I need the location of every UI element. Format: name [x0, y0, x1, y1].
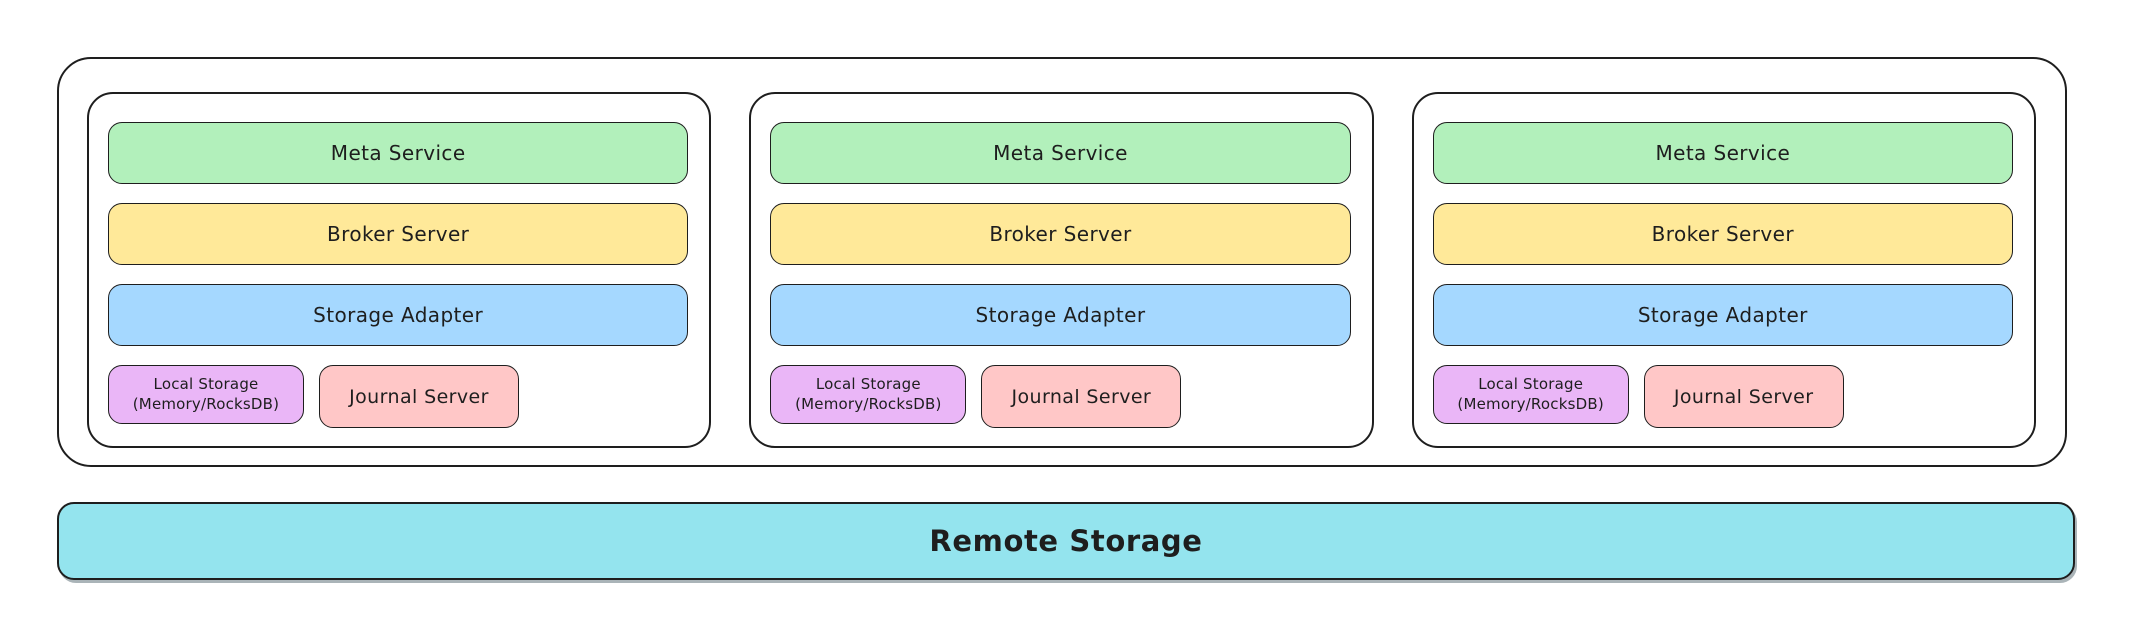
storage-adapter-box: Storage Adapter — [1432, 284, 2013, 346]
storage-adapter-box: Storage Adapter — [770, 284, 1351, 346]
local-storage-box: Local Storage (Memory/RocksDB) — [1432, 365, 1629, 424]
broker-server-box: Broker Server — [1432, 203, 2013, 265]
local-storage-box: Local Storage (Memory/RocksDB) — [108, 365, 304, 424]
local-storage-box: Local Storage (Memory/RocksDB) — [770, 365, 967, 424]
local-storage-label-line1: Local Storage — [1478, 375, 1584, 393]
broker-server-label: Broker Server — [327, 222, 470, 246]
broker-server-box: Broker Server — [108, 203, 689, 265]
storage-adapter-label: Storage Adapter — [313, 303, 484, 327]
broker-server-label: Broker Server — [989, 222, 1132, 246]
meta-service-label: Meta Service — [330, 141, 466, 165]
node-storage-row: Local Storage (Memory/RocksDB) Journal S… — [770, 365, 1350, 429]
remote-storage-label: Remote Storage — [929, 524, 1203, 558]
node-storage-row: Local Storage (Memory/RocksDB) Journal S… — [1432, 365, 2013, 429]
broker-server-label: Broker Server — [1651, 222, 1794, 246]
meta-service-box: Meta Service — [1432, 122, 2013, 184]
local-storage-label-line1: Local Storage — [815, 375, 921, 393]
remote-storage-box: Remote Storage — [57, 502, 2075, 580]
broker-server-box: Broker Server — [770, 203, 1351, 265]
journal-server-box: Journal Server — [1643, 365, 1844, 428]
local-storage-label-line2: (Memory/RocksDB) — [132, 394, 280, 413]
meta-service-box: Meta Service — [108, 122, 689, 184]
local-storage-label-line2: (Memory/RocksDB) — [1457, 394, 1604, 413]
broker-cluster-container: Meta Service Broker Server Storage Adapt… — [57, 57, 2067, 467]
storage-adapter-box: Storage Adapter — [108, 284, 689, 346]
meta-service-label: Meta Service — [993, 141, 1128, 165]
storage-adapter-label: Storage Adapter — [975, 303, 1146, 327]
journal-server-label: Journal Server — [1673, 385, 1814, 408]
node-storage-row: Local Storage (Memory/RocksDB) Journal S… — [108, 365, 688, 429]
local-storage-label-line2: (Memory/RocksDB) — [795, 394, 942, 413]
broker-node-1: Meta Service Broker Server Storage Adapt… — [87, 92, 712, 448]
journal-server-box: Journal Server — [319, 365, 519, 428]
journal-server-box: Journal Server — [981, 365, 1182, 428]
journal-server-label: Journal Server — [1011, 385, 1152, 408]
storage-adapter-label: Storage Adapter — [1637, 303, 1808, 327]
local-storage-label-line1: Local Storage — [153, 375, 259, 393]
broker-node-3: Meta Service Broker Server Storage Adapt… — [1411, 92, 2036, 448]
journal-server-label: Journal Server — [349, 385, 489, 408]
meta-service-label: Meta Service — [1655, 141, 1791, 165]
meta-service-box: Meta Service — [770, 122, 1351, 184]
broker-node-2: Meta Service Broker Server Storage Adapt… — [749, 92, 1374, 448]
